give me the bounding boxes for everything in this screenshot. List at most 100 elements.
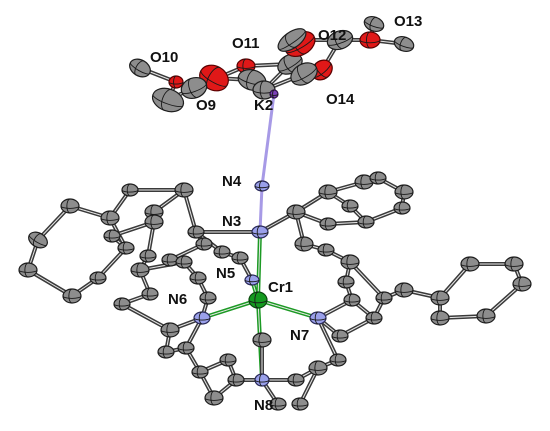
- carbon-atom: [326, 29, 354, 51]
- atom-label-o13: O13: [394, 13, 422, 30]
- carbon-atom: [365, 311, 383, 325]
- atom-label-n8: N8: [254, 397, 273, 414]
- carbon-atom: [512, 276, 532, 292]
- carbon-atom: [62, 288, 82, 304]
- atom-label-k2: K2: [254, 97, 273, 114]
- carbon-atom: [290, 62, 318, 86]
- carbon-atom: [129, 58, 151, 78]
- nitrogen-atom: [309, 311, 327, 325]
- nitrogen-atom: [251, 225, 269, 239]
- bond: [256, 230, 262, 302]
- carbon-atom: [317, 243, 335, 257]
- carbon-atom: [139, 249, 157, 263]
- atom-label-n3: N3: [222, 213, 241, 230]
- atom-label-n6: N6: [168, 291, 187, 308]
- bond: [316, 316, 340, 362]
- carbon-atom: [199, 291, 217, 305]
- carbon-atom: [393, 201, 411, 215]
- potassium-atom: [269, 89, 279, 99]
- carbon-atom: [180, 77, 208, 99]
- carbon-atom: [357, 215, 375, 229]
- carbon-atom: [476, 308, 496, 324]
- carbon-atom: [113, 297, 131, 311]
- carbon-atom: [227, 373, 245, 387]
- label-layer: O10 O11 O12 O13 O9 K2 O14 N4 N3 N5 Cr1 N…: [150, 13, 422, 414]
- atom-label-o9: O9: [196, 97, 216, 114]
- carbon-atom: [369, 171, 387, 185]
- carbon-atom: [175, 255, 193, 269]
- carbon-atom: [121, 183, 139, 197]
- carbon-atom: [191, 365, 209, 379]
- nitrogen-atom: [193, 311, 211, 325]
- atom-label-o11: O11: [232, 35, 260, 52]
- carbon-atom: [252, 332, 272, 348]
- carbon-atom: [337, 275, 355, 289]
- carbon-atom: [329, 353, 347, 367]
- atom-label-n7: N7: [290, 327, 309, 344]
- carbon-atom: [213, 245, 231, 259]
- carbon-atom: [177, 341, 195, 355]
- carbon-atom: [430, 290, 450, 306]
- oxygen-atom: [359, 31, 381, 49]
- carbon-atom: [504, 256, 524, 272]
- carbon-atom: [460, 256, 480, 272]
- bond: [120, 302, 172, 332]
- carbon-atom: [157, 345, 175, 359]
- carbon-atom: [277, 28, 307, 52]
- carbon-atom: [394, 184, 414, 200]
- oxygen-atom: [168, 75, 184, 89]
- carbon-atom: [318, 184, 338, 200]
- carbon-atom: [160, 322, 180, 338]
- atom-label-n5: N5: [216, 265, 235, 282]
- carbon-atom: [363, 15, 385, 33]
- carbon-atom: [287, 373, 305, 387]
- carbon-atom: [231, 251, 249, 265]
- carbon-atom: [354, 174, 374, 190]
- carbon-atom: [340, 254, 360, 270]
- carbon-atom: [89, 271, 107, 285]
- carbon-atom: [269, 397, 287, 411]
- atom-label-o12: O12: [318, 27, 346, 44]
- carbon-atom: [103, 229, 121, 243]
- carbon-atom: [286, 204, 306, 220]
- nitrogen-atom: [254, 180, 270, 192]
- carbon-atom: [144, 214, 164, 230]
- carbon-atom: [161, 253, 179, 267]
- carbon-atom: [343, 293, 361, 307]
- atom-label-o10: O10: [150, 49, 178, 66]
- carbon-atom: [189, 271, 207, 285]
- carbon-atom: [18, 262, 38, 278]
- atom-label-o14: O14: [326, 91, 355, 108]
- carbon-atom: [100, 210, 120, 226]
- atom-layer: [18, 15, 532, 411]
- carbon-atom: [187, 225, 205, 239]
- carbon-atom: [319, 217, 337, 231]
- carbon-atom: [28, 231, 48, 249]
- atom-label-n4: N4: [222, 173, 242, 190]
- carbon-atom: [130, 262, 150, 278]
- carbon-atom: [219, 353, 237, 367]
- carbon-atom: [394, 282, 414, 298]
- carbon-atom: [204, 390, 224, 406]
- carbon-atom: [308, 360, 328, 376]
- carbon-atom: [294, 236, 314, 252]
- nitrogen-atom: [244, 274, 260, 286]
- carbon-atom: [291, 397, 309, 411]
- nitrogen-atom: [254, 373, 270, 387]
- bond-n-k: [258, 184, 264, 234]
- bond-n-k: [260, 92, 276, 188]
- carbon-atom: [341, 199, 359, 213]
- carbon-atom: [195, 237, 213, 251]
- carbon-atom: [60, 198, 80, 214]
- carbon-atom: [151, 87, 185, 113]
- carbon-atom: [393, 35, 415, 53]
- chromium-atom: [248, 291, 268, 309]
- carbon-atom: [141, 287, 159, 301]
- bond: [256, 298, 320, 320]
- bond: [200, 298, 260, 320]
- carbon-atom: [174, 182, 194, 198]
- carbon-atom: [375, 291, 393, 305]
- carbon-atom: [331, 329, 349, 343]
- carbon-atom: [117, 241, 135, 255]
